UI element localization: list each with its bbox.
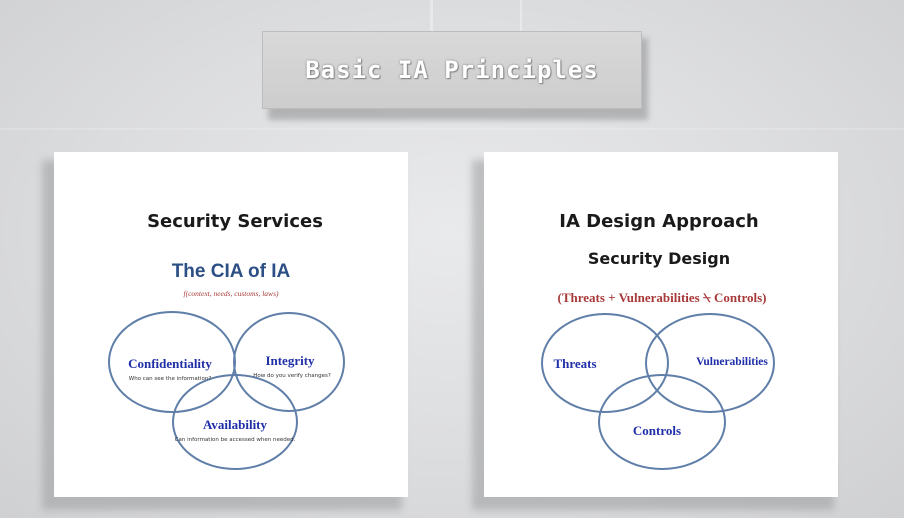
controls-label: Controls	[633, 423, 681, 438]
background-streak	[0, 128, 904, 130]
integrity-caption: How do you verify changes?	[253, 373, 331, 379]
slide-title: Basic IA Principles	[305, 56, 599, 84]
right-heading: IA Design Approach	[559, 211, 758, 232]
left-heading: Security Services	[147, 211, 323, 232]
controls-circle	[598, 374, 726, 470]
confidentiality-caption: Who can see the information?	[129, 376, 212, 382]
right-card: IA Design Approach Security Design (Thre…	[484, 152, 838, 497]
integrity-circle	[233, 312, 345, 412]
vulnerabilities-circle	[645, 313, 775, 413]
threats-circle	[541, 313, 669, 413]
slide-title-box: Basic IA Principles	[262, 31, 642, 109]
threats-label: Threats	[553, 356, 596, 371]
confidentiality-label: Confidentiality	[128, 356, 212, 371]
availability-caption: Can information be accessed when needed.	[175, 437, 296, 443]
cia-diagram: Security Services The CIA of IA f(contex…	[108, 211, 345, 470]
availability-circle	[172, 374, 298, 470]
design-diagram: IA Design Approach Security Design (Thre…	[541, 211, 775, 470]
vulnerabilities-label: Vulnerabilities	[696, 356, 768, 368]
right-subheading: Security Design	[588, 249, 730, 268]
integrity-label: Integrity	[265, 353, 315, 368]
right-formula: (Threats + Vulnerabilities ⍀ Controls)	[557, 290, 766, 305]
left-subheading: The CIA of IA	[172, 261, 291, 282]
left-card: Security Services The CIA of IA f(contex…	[54, 152, 408, 497]
left-formula: f(context, needs, customs, laws)	[184, 289, 279, 298]
availability-label: Availability	[203, 417, 268, 432]
